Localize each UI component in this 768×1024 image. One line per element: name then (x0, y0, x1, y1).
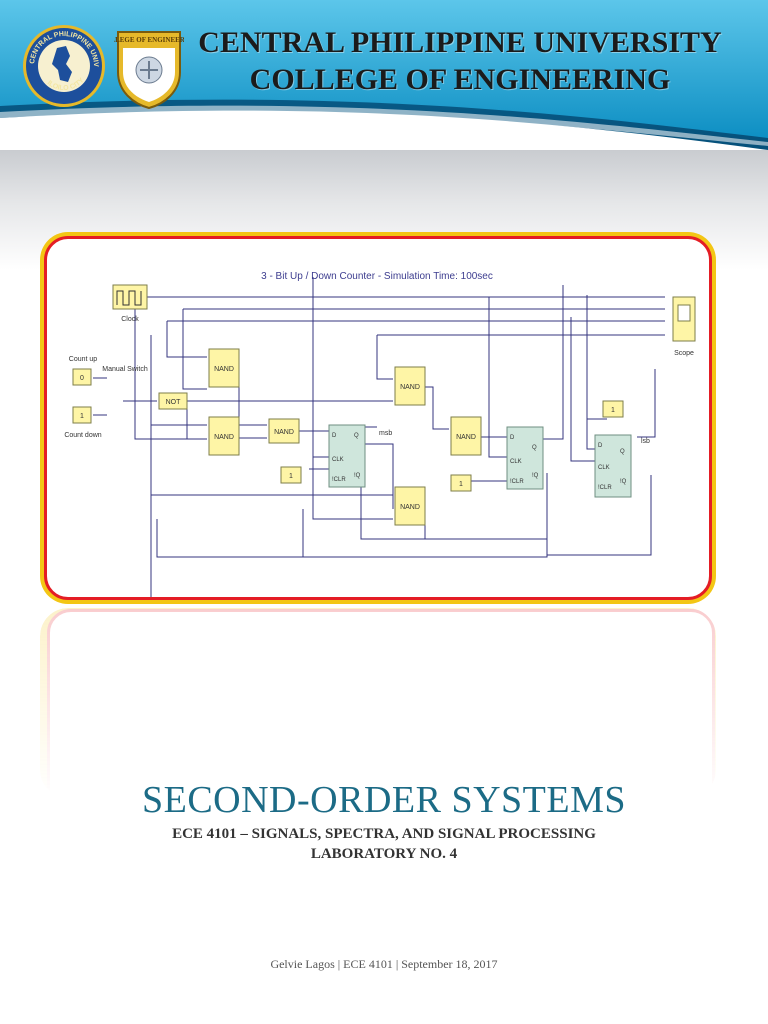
ff1-clk: CLK (332, 457, 344, 463)
diagram-reflection (40, 608, 716, 798)
course-name: ECE 4101 – SIGNALS, SPECTRA, AND SIGNAL … (172, 826, 596, 842)
ff1-q: Q (354, 433, 359, 439)
scope-label: Scope (674, 350, 694, 357)
not-block (158, 392, 188, 410)
manual-switch-label: Manual Switch (102, 366, 148, 373)
nand-block-1 (208, 348, 240, 388)
lsb-label: lsb (641, 438, 650, 445)
lab-number: LABORATORY NO. 4 (310, 846, 458, 862)
flipflop-1 (328, 424, 366, 488)
clock-block (112, 284, 148, 310)
const-value-1: 1 (289, 473, 293, 480)
nand-block-3 (268, 418, 300, 444)
flipflop-3 (594, 434, 632, 498)
diagram-frame: Clock Scope 3 - Bit Up / Down Counter - … (40, 232, 716, 604)
nand-label-2: NAND (214, 434, 234, 441)
ff3-clr: !CLR (598, 485, 612, 491)
ff1-nq: !Q (354, 473, 361, 479)
crest-text: COLLEGE OF ENGINEERING (114, 36, 184, 44)
ff3-d: D (598, 443, 603, 449)
ff2-d: D (510, 435, 515, 441)
nand-block-4 (394, 366, 426, 406)
footer-text: Gelvie Lagos | ECE 4101 | September 18, … (270, 957, 498, 971)
const-block-1 (280, 466, 302, 484)
university-seal: CENTRAL PHILIPPINE UNIVERSITY ILOILO CIT… (19, 19, 106, 108)
ff3-q: Q (620, 449, 625, 455)
msb-label: msb (379, 430, 392, 437)
clock-label: Clock (121, 316, 139, 323)
ff3-clk: CLK (598, 465, 610, 471)
flipflop-2 (506, 426, 544, 490)
not-label: NOT (166, 399, 182, 406)
ff2-nq: !Q (532, 473, 539, 479)
count-down-value: 1 (80, 413, 84, 420)
count-down-block (72, 406, 92, 424)
nand-block-2 (208, 416, 240, 456)
nand-label-1: NAND (214, 366, 234, 373)
ff3-nq: !Q (620, 479, 627, 485)
counter-diagram: Clock Scope 3 - Bit Up / Down Counter - … (64, 271, 696, 597)
header-banner (0, 0, 768, 160)
nand-block-6 (394, 486, 426, 526)
const-block-2 (450, 474, 472, 492)
nand-label-4: NAND (400, 384, 420, 391)
diagram-panel: Clock Scope 3 - Bit Up / Down Counter - … (44, 236, 712, 600)
ff1-d: D (332, 433, 337, 439)
const-block-3 (602, 400, 624, 418)
count-down-label: Count down (64, 432, 101, 439)
const-value-2: 1 (459, 481, 463, 488)
document-title: SECOND-ORDER SYSTEMS (141, 779, 627, 821)
nand-label-3: NAND (274, 429, 294, 436)
count-up-value: 0 (80, 375, 84, 382)
count-up-block (72, 368, 92, 386)
count-up-label: Count up (69, 356, 98, 363)
nand-block-5 (450, 416, 482, 456)
ff1-clr: !CLR (332, 477, 346, 483)
university-name: CENTRAL PHILIPPINE UNIVERSITY (198, 26, 722, 59)
college-crest: COLLEGE OF ENGINEERING (100, 26, 199, 110)
ff2-clk: CLK (510, 459, 522, 465)
nand-label-6: NAND (400, 504, 420, 511)
banner-wave (0, 0, 768, 150)
nand-label-5: NAND (456, 434, 476, 441)
ff2-clr: !CLR (510, 479, 524, 485)
const-value-3: 1 (611, 407, 615, 414)
ff2-q: Q (532, 445, 537, 451)
diagram-title: 3 - Bit Up / Down Counter - Simulation T… (261, 271, 493, 282)
college-name: COLLEGE OF ENGINEERING (249, 63, 671, 96)
